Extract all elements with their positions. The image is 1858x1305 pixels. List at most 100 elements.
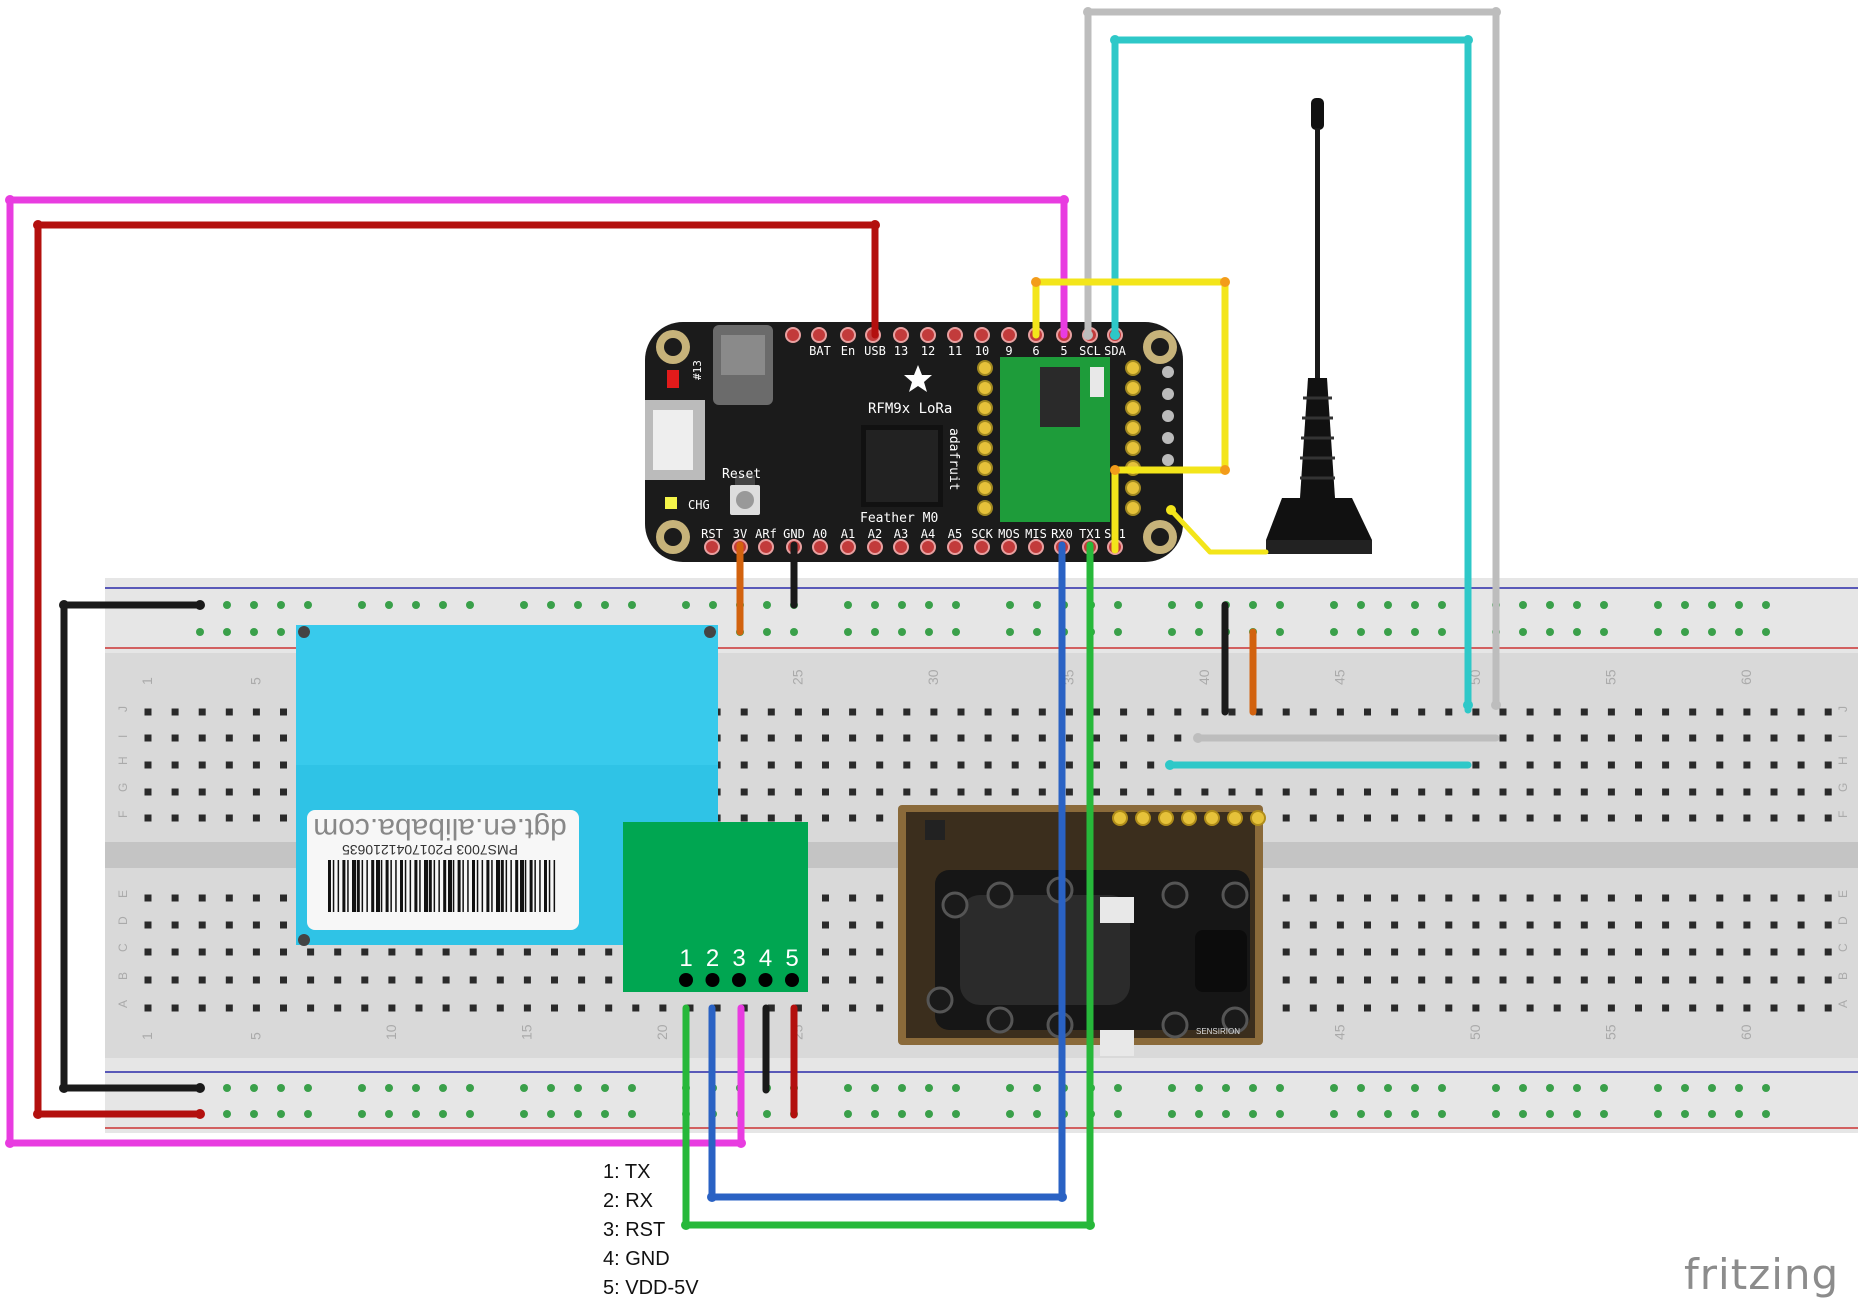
wire-endpoint <box>1057 1192 1067 1202</box>
breadboard-hole <box>1472 1004 1480 1012</box>
rail-hole <box>1735 1110 1743 1118</box>
breadboard-hole <box>1174 734 1182 742</box>
breadboard-hole <box>496 976 504 984</box>
rail-hole <box>1573 1110 1581 1118</box>
rail-hole <box>1762 1084 1770 1092</box>
wires <box>6 8 1500 1229</box>
breadboard-hole <box>1526 761 1534 769</box>
wire-yellow-antenna <box>1168 507 1269 555</box>
breadboard-hole <box>578 1004 586 1012</box>
rail-hole <box>277 1084 285 1092</box>
feather-top-pin-label: 10 <box>975 344 989 358</box>
breadboard-hole <box>1309 948 1317 956</box>
wire-endpoints <box>5 7 1501 1230</box>
breadboard-hole <box>1797 814 1805 822</box>
pms-pin-hole <box>758 973 773 987</box>
rail-hole <box>358 1084 366 1092</box>
co2-pad <box>1112 810 1128 826</box>
breadboard-hole <box>252 948 260 956</box>
rail-hole <box>1357 1084 1365 1092</box>
breadboard-hole <box>198 708 206 716</box>
rail-hole <box>223 628 231 636</box>
breadboard-hole <box>876 761 884 769</box>
breadboard-hole <box>849 894 857 902</box>
breadboard-hole <box>1418 814 1426 822</box>
breadboard-hole <box>1282 814 1290 822</box>
breadboard-hole <box>1824 761 1832 769</box>
breadboard-hole <box>1526 814 1534 822</box>
barcode-bar <box>539 860 541 912</box>
breadboard-hole <box>1499 761 1507 769</box>
breadboard-hole <box>1499 788 1507 796</box>
breadboard-hole <box>415 948 423 956</box>
breadboard-hole <box>1743 948 1751 956</box>
breadboard-hole <box>1662 1004 1670 1012</box>
wire-endpoint <box>1110 330 1120 340</box>
breadboard-hole <box>1418 948 1426 956</box>
rail-hole <box>358 601 366 609</box>
barcode-bar <box>462 860 464 912</box>
row-letter-left: E <box>116 890 130 898</box>
breadboard-hole <box>551 1004 558 1012</box>
breadboard-hole <box>551 948 558 956</box>
barcode-bar <box>395 860 397 912</box>
column-label: 1 <box>139 1032 155 1040</box>
breadboard-hole <box>849 1004 857 1012</box>
barcode-bar <box>424 860 428 912</box>
feather-bottom-pin <box>812 539 828 555</box>
radio-side-pad <box>1125 420 1141 436</box>
breadboard-hole <box>1309 788 1317 796</box>
column-label: 45 <box>1331 669 1347 685</box>
breadboard-hole <box>1120 734 1128 742</box>
feather-bottom-pin-label: RST <box>701 527 723 541</box>
breadboard-hole <box>1607 788 1615 796</box>
feather-side-pins <box>977 360 1174 516</box>
breadboard-hole <box>1228 708 1236 716</box>
breadboard-hole <box>876 894 884 902</box>
breadboard-hole <box>1336 788 1344 796</box>
column-label: 25 <box>789 669 805 685</box>
breadboard-hole <box>1364 788 1371 796</box>
rail-hole <box>628 601 636 609</box>
rail-hole <box>925 628 933 636</box>
rail-hole <box>871 601 879 609</box>
breadboard-hole <box>903 788 911 796</box>
breadboard-hole <box>1499 814 1507 822</box>
row-letter-left: H <box>116 756 130 765</box>
row-letter-right: C <box>1836 943 1850 952</box>
rail-hole <box>520 1110 528 1118</box>
breadboard-hole <box>1716 948 1724 956</box>
rail-hole <box>1114 628 1122 636</box>
breadboard-hole <box>1364 1004 1371 1012</box>
co2-pad <box>1135 810 1151 826</box>
breadboard-hole <box>876 788 884 796</box>
breadboard-hole <box>1553 734 1561 742</box>
rail-hole <box>1654 1110 1662 1118</box>
breadboard-hole <box>794 1004 802 1012</box>
barcode-bar <box>414 860 418 912</box>
feather-bottom-pin <box>974 539 990 555</box>
barcode-bar <box>452 860 455 912</box>
breadboard-hole <box>1391 894 1399 902</box>
barcode-bar <box>371 860 375 912</box>
breadboard-hole <box>822 894 829 902</box>
breadboard-hole <box>1526 1004 1534 1012</box>
feather-top-pin-label: 13 <box>894 344 908 358</box>
breadboard-hole <box>225 788 233 796</box>
breadboard-hole <box>957 734 965 742</box>
breadboard-hole <box>1580 921 1588 929</box>
pms-pin-hole <box>785 973 799 987</box>
breadboard-hole <box>171 761 179 769</box>
feather-right-pin <box>1162 454 1174 466</box>
rail-hole <box>574 1110 582 1118</box>
breadboard-hole <box>198 761 206 769</box>
breadboard-hole <box>1553 1004 1561 1012</box>
barcode-bar <box>380 860 383 912</box>
barcode-bar <box>328 860 331 912</box>
barcode-bar <box>476 860 479 912</box>
radio-side-pad <box>1125 360 1141 376</box>
breadboard-hole <box>578 976 586 984</box>
barcode-bar <box>385 860 389 912</box>
feather-top-pin-label: SDA <box>1104 344 1126 358</box>
breadboard-hole <box>144 1004 152 1012</box>
